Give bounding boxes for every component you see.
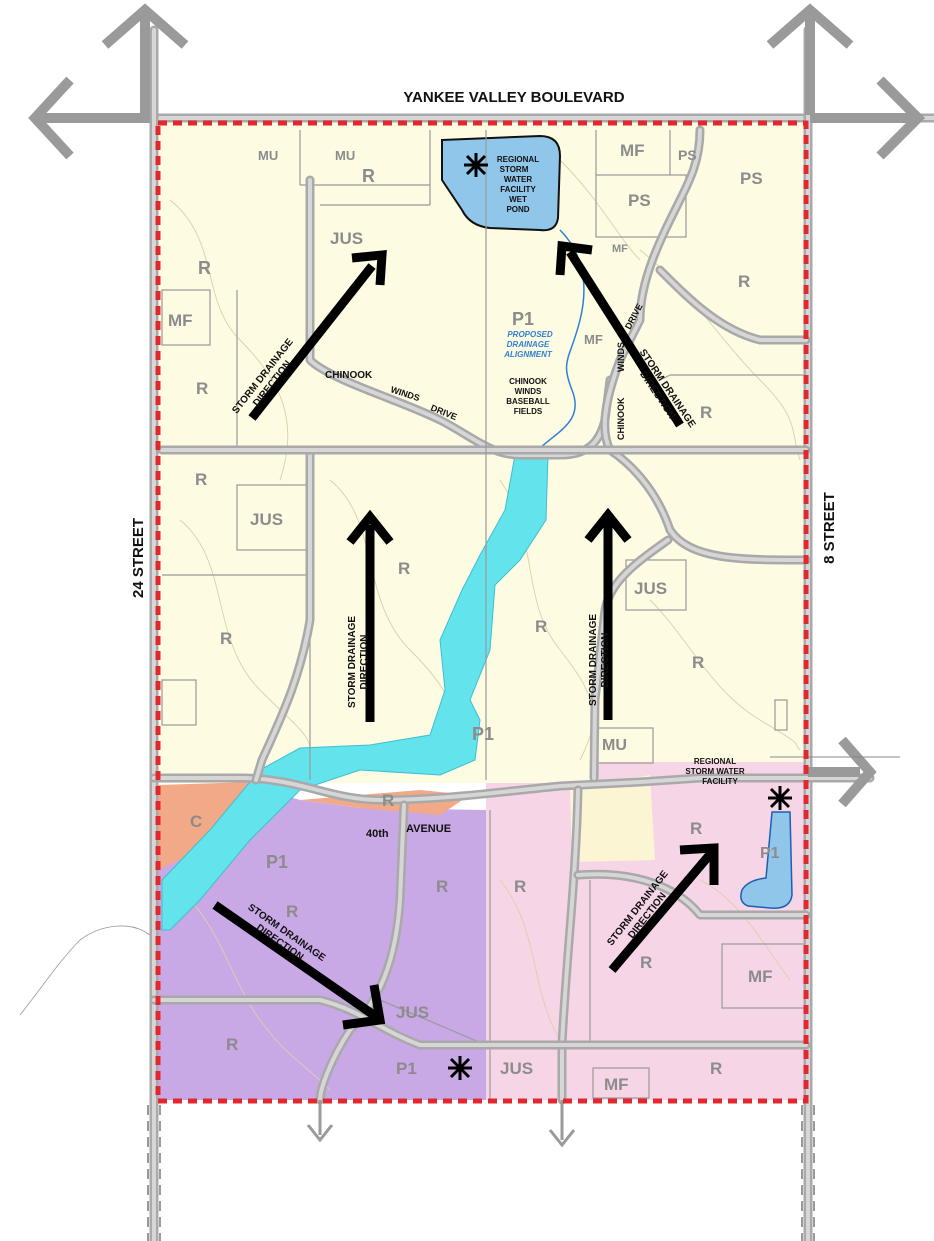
zone-r: R (690, 819, 702, 838)
drainage-label-cw-2: DIRECTION (359, 635, 370, 690)
zone-p1: P1 (266, 852, 288, 872)
zone-r: R (382, 791, 394, 810)
zone-mu: MU (335, 148, 355, 163)
zone-mu: MU (258, 148, 278, 163)
east-pond (740, 811, 793, 909)
east-pond-line-2: STORM WATER (685, 767, 744, 776)
zone-r: R (286, 902, 298, 921)
zone-c: C (190, 812, 202, 831)
east-drive-label-a: CHINOOK (616, 397, 626, 440)
east-drive-label-b: WINDS (616, 342, 626, 372)
north-pond-line-4: FACILITY (500, 185, 536, 194)
zone-r: R (226, 1035, 238, 1054)
zone-r: R (220, 629, 232, 648)
drainage-arrows (212, 240, 719, 1030)
drainage-label-cw-1: STORM DRAINAGE (347, 616, 358, 708)
east-street-label: 8 STREET (821, 492, 838, 564)
facility-markers (448, 153, 792, 1080)
zone-r: R (398, 559, 410, 578)
zone-jus: JUS (500, 1059, 533, 1078)
light-yellow-inset (570, 775, 655, 862)
drainage-label-cw: STORM DRAINAGE DIRECTION (347, 616, 370, 708)
alignment-line-3: ALIGNMENT (503, 350, 553, 359)
drainage-corridor (161, 454, 549, 931)
alignment-line-1: PROPOSED (507, 330, 553, 339)
north-street-label: YANKEE VALLEY BOULEVARD (403, 89, 624, 106)
avenue-label-a: 40th (366, 828, 389, 840)
zone-jus: JUS (634, 579, 667, 598)
zone-ps: PS (740, 169, 763, 188)
zone-jus: JUS (250, 510, 283, 529)
east-pond-line-3: FACILITY (702, 777, 738, 786)
asterisk-icon (768, 786, 792, 810)
direction-arrows-grey (28, 3, 926, 808)
north-pond-line-2: STORM (500, 165, 529, 174)
zone-labels: MU MU R MF PS PS PS R MF JUS R MF R P1 M… (168, 141, 780, 1094)
zone-r: R (710, 1059, 722, 1078)
zone-mf: MF (168, 311, 193, 330)
drainage-arrow-se (608, 843, 719, 973)
drainage-arrow-ne (555, 240, 684, 428)
zone-mf: MF (612, 243, 628, 255)
commercial-area (158, 782, 252, 870)
drive-label-a: CHINOOK (325, 370, 373, 381)
baseball-line-4: FIELDS (514, 407, 543, 416)
zone-r: R (738, 272, 750, 291)
east-pond-line-1: REGIONAL (694, 757, 736, 766)
zone-r: R (692, 653, 704, 672)
zone-r: R (196, 379, 208, 398)
baseball-line-3: BASEBALL (506, 397, 550, 406)
zone-ps: PS (628, 191, 651, 210)
zone-jus: JUS (330, 229, 363, 248)
baseball-line-1: CHINOOK (509, 377, 547, 386)
zone-r: R (198, 258, 211, 278)
alignment-line-2: DRAINAGE (507, 340, 550, 349)
asterisk-icon (464, 153, 488, 177)
zone-mf: MF (620, 141, 645, 160)
north-pond-line-6: POND (506, 205, 529, 214)
drainage-label-ce-1: STORM DRAINAGE (588, 614, 599, 706)
zone-p1: P1 (472, 724, 494, 744)
zone-r: R (436, 877, 448, 896)
zone-r: R (640, 953, 652, 972)
zone-r: R (700, 403, 712, 422)
zone-r: R (535, 617, 547, 636)
drainage-arrow-sw (212, 901, 386, 1030)
north-pond-line-1: REGIONAL (497, 155, 539, 164)
drainage-arrow-nw (248, 249, 387, 421)
asterisk-icon (448, 1056, 472, 1080)
drainage-arrow-center-east (584, 507, 632, 720)
zone-ps: PS (678, 147, 697, 163)
baseball-label: CHINOOK WINDS BASEBALL FIELDS (506, 377, 550, 416)
north-pond-line-3: WATER (504, 175, 533, 184)
zone-r: R (362, 166, 375, 186)
zone-mf: MF (604, 1075, 629, 1094)
zone-jus: JUS (396, 1003, 429, 1022)
southern-extensions (19, 925, 815, 1241)
drainage-arrow-center-west (346, 509, 394, 722)
north-pond-line-5: WET (509, 195, 527, 204)
zone-mu: MU (602, 737, 627, 754)
drainage-label-ce: STORM DRAINAGE DIRECTION (588, 614, 611, 706)
drainage-alignment-label: PROPOSED DRAINAGE ALIGNMENT (503, 330, 553, 359)
zone-r: R (514, 877, 526, 896)
zone-p1: P1 (512, 309, 534, 329)
zone-p1: P1 (760, 845, 780, 862)
avenue-label-b: AVENUE (406, 823, 451, 835)
zone-mf: MF (584, 332, 603, 347)
zone-mf: MF (748, 967, 773, 986)
zone-p1: P1 (396, 1059, 417, 1078)
west-street-label: 24 STREET (130, 518, 147, 598)
zone-r: R (195, 470, 207, 489)
north-pond-label: REGIONAL STORM WATER FACILITY WET POND (497, 155, 539, 214)
east-pond-label: REGIONAL STORM WATER FACILITY (685, 757, 744, 786)
drainage-label-ce-2: DIRECTION (600, 633, 611, 688)
study-boundary (155, 120, 809, 1104)
baseball-line-2: WINDS (515, 387, 542, 396)
